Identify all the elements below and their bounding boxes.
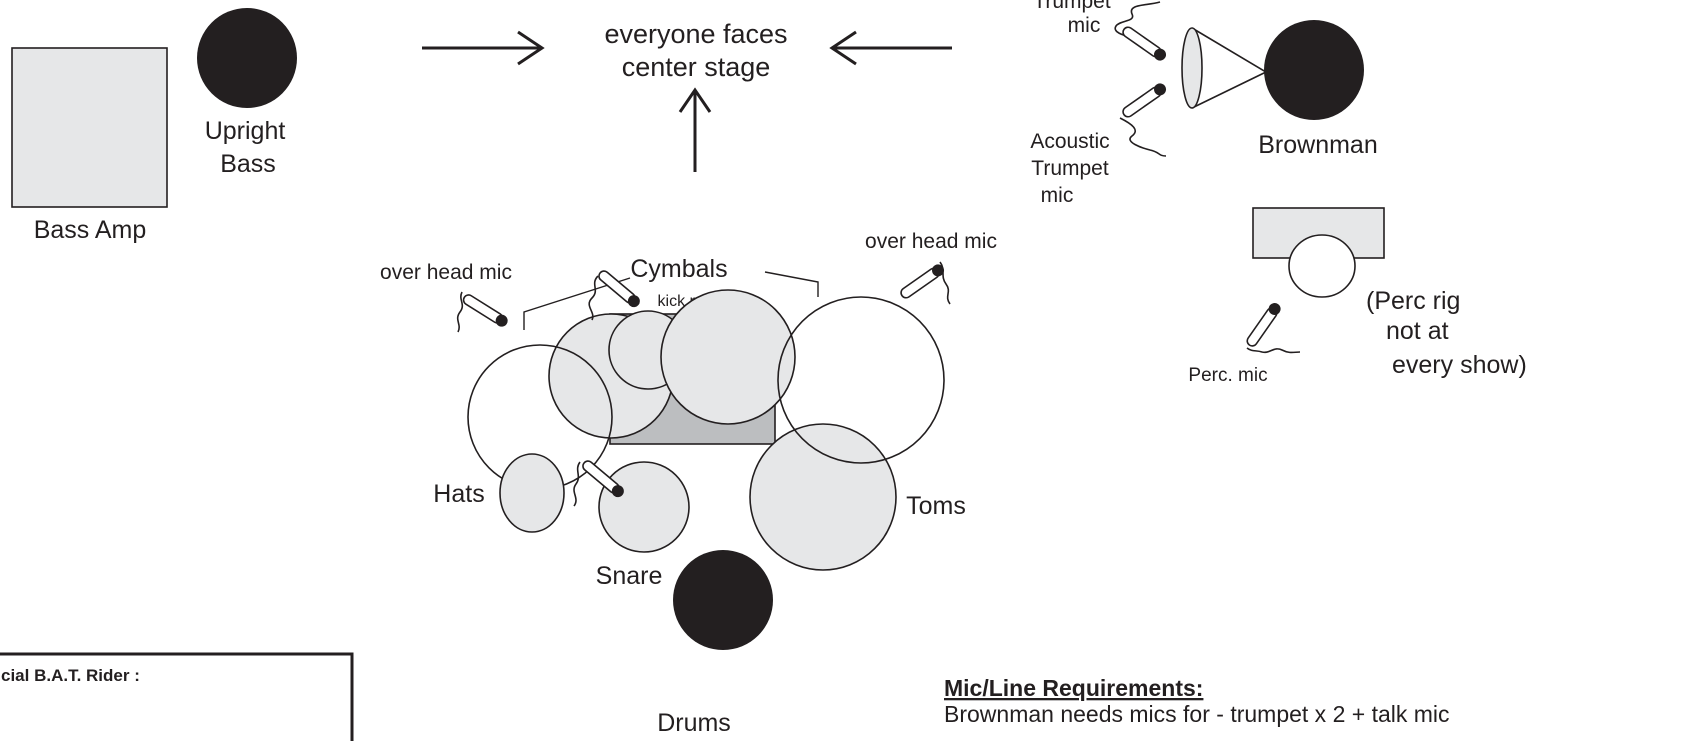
rider-box <box>0 652 354 741</box>
trumpet-bell-icon <box>1181 27 1268 109</box>
overhead-mic-right-label: over head mic <box>865 230 997 253</box>
overhead-mic-left-label: over head mic <box>380 261 512 284</box>
bass-amp <box>11 47 168 208</box>
acoustic-mic-label-2: Trumpet <box>1031 157 1109 180</box>
floor-tom <box>660 289 796 425</box>
hats <box>499 453 565 533</box>
requirements-line-1: Brownman needs mics for - trumpet x 2 + … <box>944 701 1450 727</box>
acoustic-mic-label-1: Acoustic <box>1030 130 1109 153</box>
trumpet-mic-label-2: mic <box>1068 14 1101 37</box>
microphone-icon <box>1119 80 1170 121</box>
brownman-player <box>1264 20 1364 120</box>
acoustic-mic-cable <box>1119 117 1167 157</box>
center-stage-label-1: everyone faces <box>604 19 787 49</box>
snare-mic-cable <box>573 461 581 507</box>
upright-bass-label-2: Bass <box>220 150 276 178</box>
snare <box>598 461 690 553</box>
perc-mic-cable <box>1246 347 1301 354</box>
trumpet-mic-label-1: Trumpet <box>1033 0 1111 13</box>
hats-label: Hats <box>433 480 484 508</box>
microphone-icon <box>897 261 948 302</box>
snare-label: Snare <box>596 562 663 590</box>
trumpet-mic-cable <box>1114 1 1161 37</box>
toms-label: Toms <box>906 492 966 520</box>
perc-note-line-1: (Perc rig <box>1366 287 1460 315</box>
acoustic-mic-label-3: mic <box>1041 184 1074 207</box>
microphone-icon <box>1119 23 1170 64</box>
microphone-icon <box>1243 299 1284 350</box>
overhead-mic-right-cable <box>939 261 951 305</box>
rider-title: cial B.A.T. Rider : <box>1 666 140 685</box>
drummer-player <box>673 550 773 650</box>
cymbals-label: Cymbals <box>630 255 727 283</box>
upright-bass-label-1: Upright <box>205 117 286 145</box>
perc-mic-label: Perc. mic <box>1188 365 1267 386</box>
perc-note-line-2: not at <box>1386 317 1449 345</box>
arrow-up-icon <box>678 87 712 172</box>
tom-low <box>749 423 897 571</box>
ride-cymbal <box>777 296 945 464</box>
microphone-icon <box>460 291 511 330</box>
brownman-label: Brownman <box>1258 131 1378 159</box>
arrow-left-icon <box>829 30 952 66</box>
kick-mic-cable <box>588 275 599 321</box>
arrow-right-icon <box>422 30 545 66</box>
bass-amp-label: Bass Amp <box>34 216 147 244</box>
overhead-mic-left-cable <box>456 291 464 333</box>
perc-seat <box>1288 234 1356 298</box>
center-stage-label-2: center stage <box>622 52 771 82</box>
perc-note-line-3: every show) <box>1392 351 1527 379</box>
upright-bass-player <box>197 8 297 108</box>
requirements-heading: Mic/Line Requirements: <box>944 675 1203 701</box>
drums-label: Drums <box>657 709 731 737</box>
cymbals-bracket-right <box>764 271 819 297</box>
